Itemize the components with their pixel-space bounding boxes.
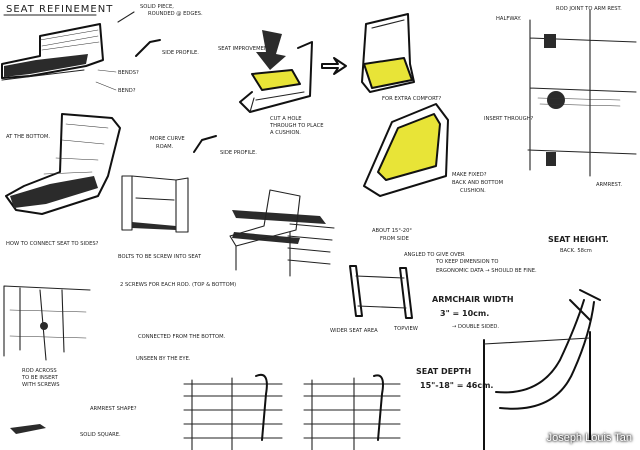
note-bends: BENDS? — [118, 70, 139, 76]
note-to-be-insert: TO BE INSERT — [21, 375, 59, 381]
note-solid-piece: SOLID PIECE, — [140, 4, 174, 10]
note-cut-hole: CUT A HOLE — [270, 116, 302, 122]
note-through-place: THROUGH TO PLACE — [269, 123, 324, 129]
note-about-15: ABOUT 15°-20° — [372, 228, 412, 234]
note-screws-2: 2 SCREWS FOR EACH ROD. (TOP & BOTTOM) — [120, 282, 236, 288]
note-more-curve: MORE CURVE — [150, 136, 185, 142]
note-with-screws: WITH SCREWS — [22, 382, 60, 388]
note-make-fixed: MAKE FIXED? — [452, 172, 487, 178]
note-keep-dimension: TO KEEP DIMENSION TO — [435, 259, 498, 265]
note-armrest: ARMREST. — [596, 182, 622, 188]
note-from-side: FROM SIDE — [380, 236, 409, 242]
note-seat-depth-val: 15"-18" = 46cm. — [420, 381, 493, 390]
note-seat-depth: SEAT DEPTH — [416, 367, 471, 376]
chair-profile-sketch — [483, 289, 601, 450]
note-angled: ANGLED TO GIVE OVER — [404, 252, 465, 258]
note-rounded-edges: ROUNDED @ EDGES. — [148, 11, 203, 17]
arrow-right-icon — [321, 57, 347, 75]
note-screws-1: BOLTS TO BE SCREW INTO SEAT — [118, 254, 202, 260]
artist-credit: Joseph Louis Tan — [546, 432, 632, 444]
joint-detail-sketch — [527, 9, 637, 177]
note-armchair-dims: 3" = 10cm. — [440, 309, 489, 318]
note-cushion: CUSHION. — [460, 188, 486, 194]
note-insert-through: INSERT THROUGH? — [484, 116, 533, 122]
note-roam: ROAM. — [156, 144, 174, 150]
side-profile-curve-1 — [135, 39, 161, 57]
note-seat-height: SEAT HEIGHT. — [548, 235, 609, 244]
note-a-cushion: A CUSHION. — [270, 130, 301, 136]
chair-frame-sketch — [121, 175, 189, 233]
full-cushion-sketch — [363, 103, 449, 197]
note-how-connect: HOW TO CONNECT SEAT TO SIDES? — [6, 241, 99, 247]
note-seat-height-val: BACK. 58cm — [560, 248, 592, 254]
side-profile-curve-2 — [193, 135, 217, 153]
note-armchair-width: ARMCHAIR WIDTH — [432, 295, 514, 304]
note-top-view: TOPVIEW — [393, 326, 418, 332]
sheet-title: SEAT REFINEMENT — [6, 4, 113, 15]
curved-lounge-sketch — [5, 113, 121, 215]
note-bend2: BEND? — [118, 88, 136, 94]
note-armrest-shape: ARMREST SHAPE? — [90, 406, 137, 412]
note-rod-joint: ROD JOINT TO ARM REST. — [556, 6, 622, 12]
note-ergonomic: ERGONOMIC DATA → SHOULD BE FINE. — [436, 268, 537, 274]
note-halfway: HALFWAY. — [496, 16, 521, 22]
slatted-chair-sketch — [229, 189, 335, 277]
note-double-sides: → DOUBLE SIDED. — [452, 324, 499, 330]
note-at-bottom: AT THE BOTTOM. — [6, 134, 50, 140]
armrest-bar-sketch — [10, 424, 46, 434]
note-unseen: UNSEEN BY THE EYE. — [136, 356, 191, 362]
seat-improvement-sketch — [239, 30, 313, 113]
slat-grid-right — [303, 374, 401, 450]
slat-grid-left — [183, 373, 283, 450]
note-solid-square: SOLID SQUARE. — [80, 432, 121, 438]
note-wider-seat: WIDER SEAT AREA — [330, 328, 378, 334]
note-seat-improvement: SEAT IMPROVEMENT — [218, 46, 272, 52]
note-back-bottom: BACK AND BOTTOM — [452, 180, 503, 186]
note-side-profile-1: SIDE PROFILE. — [162, 50, 199, 56]
note-side-profile-2: SIDE PROFILE. — [220, 150, 257, 156]
lounge-seat-sketch — [1, 23, 104, 81]
cushioned-seat-sketch — [361, 13, 415, 93]
note-extra-comfort: FOR EXTRA COMFORT? — [382, 96, 441, 102]
note-connected-bottom: CONNECTED FROM THE BOTTOM. — [138, 334, 226, 340]
top-view-sketch — [349, 265, 413, 319]
connection-detail-sketch — [3, 285, 91, 361]
arrow — [117, 11, 135, 23]
arrows — [95, 69, 117, 91]
note-rod-across: ROD ACROSS — [22, 368, 57, 374]
